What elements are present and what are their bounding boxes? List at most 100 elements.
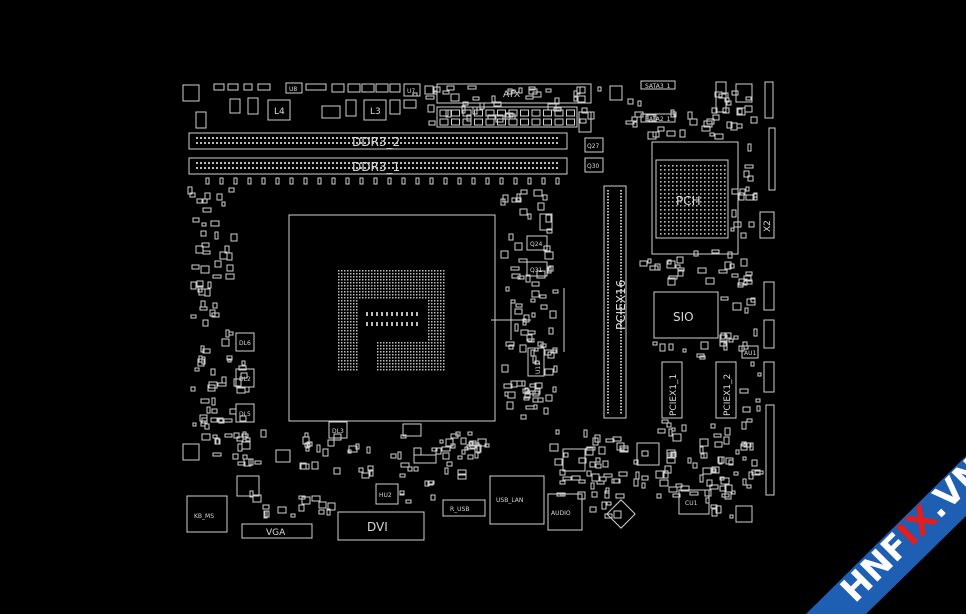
cpu-ball — [440, 279, 442, 281]
passive-part — [744, 164, 754, 169]
pch-ball — [720, 209, 722, 211]
cpu-ball — [395, 297, 397, 299]
dimm-pin — [240, 162, 242, 164]
passive-part — [733, 471, 739, 476]
cpu-ball — [338, 348, 340, 350]
passive-part — [519, 344, 527, 353]
cpu-ball — [347, 291, 349, 293]
passive-part — [425, 95, 435, 100]
pch-ball — [676, 217, 678, 219]
cpu-ball — [386, 360, 388, 362]
pch-ball — [688, 193, 690, 195]
passive-part — [692, 462, 698, 469]
pch-ball — [680, 229, 682, 231]
cpu-ball — [356, 354, 358, 356]
cpu-ball — [443, 318, 445, 320]
pcie-pin — [620, 313, 622, 315]
cpu-ball — [407, 351, 409, 353]
cpu-ball — [392, 297, 394, 299]
passive-part — [518, 258, 528, 263]
cpu-ball — [377, 294, 379, 296]
dimm-pin — [396, 167, 398, 169]
passive-part — [599, 476, 607, 482]
cpu-ball — [434, 309, 436, 311]
pcie-pin — [620, 205, 622, 207]
cpu-ball — [443, 351, 445, 353]
cpu-ball — [401, 285, 403, 287]
cpu-ball — [371, 288, 373, 290]
cpu-inner-pad — [381, 312, 383, 316]
passive-part — [649, 265, 659, 271]
pch-ball — [696, 189, 698, 191]
pch-ball — [688, 217, 690, 219]
dimm-pin — [328, 142, 330, 144]
dl3-label: DL3 — [332, 428, 344, 435]
cpu-ball — [437, 288, 439, 290]
cpu-ball — [407, 282, 409, 284]
passive-part — [750, 361, 755, 367]
passive-part — [507, 391, 516, 399]
cpu-ball — [353, 330, 355, 332]
passive-components — [187, 85, 764, 519]
cpu-ball — [389, 357, 391, 359]
passive-part — [718, 269, 728, 274]
passive-part — [730, 122, 738, 131]
passive-part — [202, 348, 211, 354]
cpu-ball — [395, 354, 397, 356]
pch-ball — [716, 201, 718, 203]
dimm-pin — [324, 167, 326, 169]
passive-part — [534, 388, 541, 395]
cpu-ball — [422, 291, 424, 293]
cpu-ball — [407, 369, 409, 371]
cpu-ball — [392, 285, 394, 287]
passive-part — [405, 499, 412, 504]
passive-part — [216, 193, 223, 201]
dimm-pin — [308, 142, 310, 144]
passive-part — [511, 197, 517, 203]
passive-part — [682, 348, 687, 353]
passive-part — [743, 279, 753, 285]
cpu-ball — [338, 318, 340, 320]
dimm-pin — [448, 137, 450, 139]
dimm-pin — [372, 167, 374, 169]
passive-part — [226, 252, 233, 261]
au1-part: AU1 — [741, 345, 759, 359]
passive-part — [724, 427, 731, 436]
cpu-ball — [440, 300, 442, 302]
cpu-ball — [434, 318, 436, 320]
pch-ball — [708, 209, 710, 211]
cpu-ball — [431, 354, 433, 356]
passive-part — [531, 312, 536, 318]
dimm-pin — [444, 167, 446, 169]
passive-part — [633, 459, 639, 465]
cpu-ball — [350, 309, 352, 311]
dimm-pin — [480, 162, 482, 164]
passive-part — [741, 441, 747, 447]
pch-ball — [660, 221, 662, 223]
cpu-inner-pad — [396, 312, 398, 316]
cpu-ball — [380, 273, 382, 275]
pch-ball — [716, 185, 718, 187]
pch-ball — [672, 201, 674, 203]
dimm-pin — [344, 167, 346, 169]
pch-ball — [700, 185, 702, 187]
passive-part — [740, 232, 747, 239]
dimm-pin — [468, 142, 470, 144]
pcie-pin — [620, 244, 622, 246]
q27-label: Q27 — [587, 143, 600, 150]
dimm-pin — [356, 167, 358, 169]
passive-part — [736, 123, 743, 129]
pch-ball — [692, 181, 694, 183]
dimm-pin — [520, 142, 522, 144]
dimm-pin — [264, 142, 266, 144]
pch-ball — [720, 217, 722, 219]
passive-part — [552, 386, 557, 393]
passive-part — [467, 85, 477, 90]
pcie-pin — [620, 364, 622, 366]
dimm-pin — [488, 142, 490, 144]
cpu-ball — [359, 285, 361, 287]
dimm-pin — [544, 137, 546, 139]
passive-part — [747, 143, 752, 152]
pcie-pin — [607, 331, 609, 333]
passive-part — [701, 125, 711, 132]
